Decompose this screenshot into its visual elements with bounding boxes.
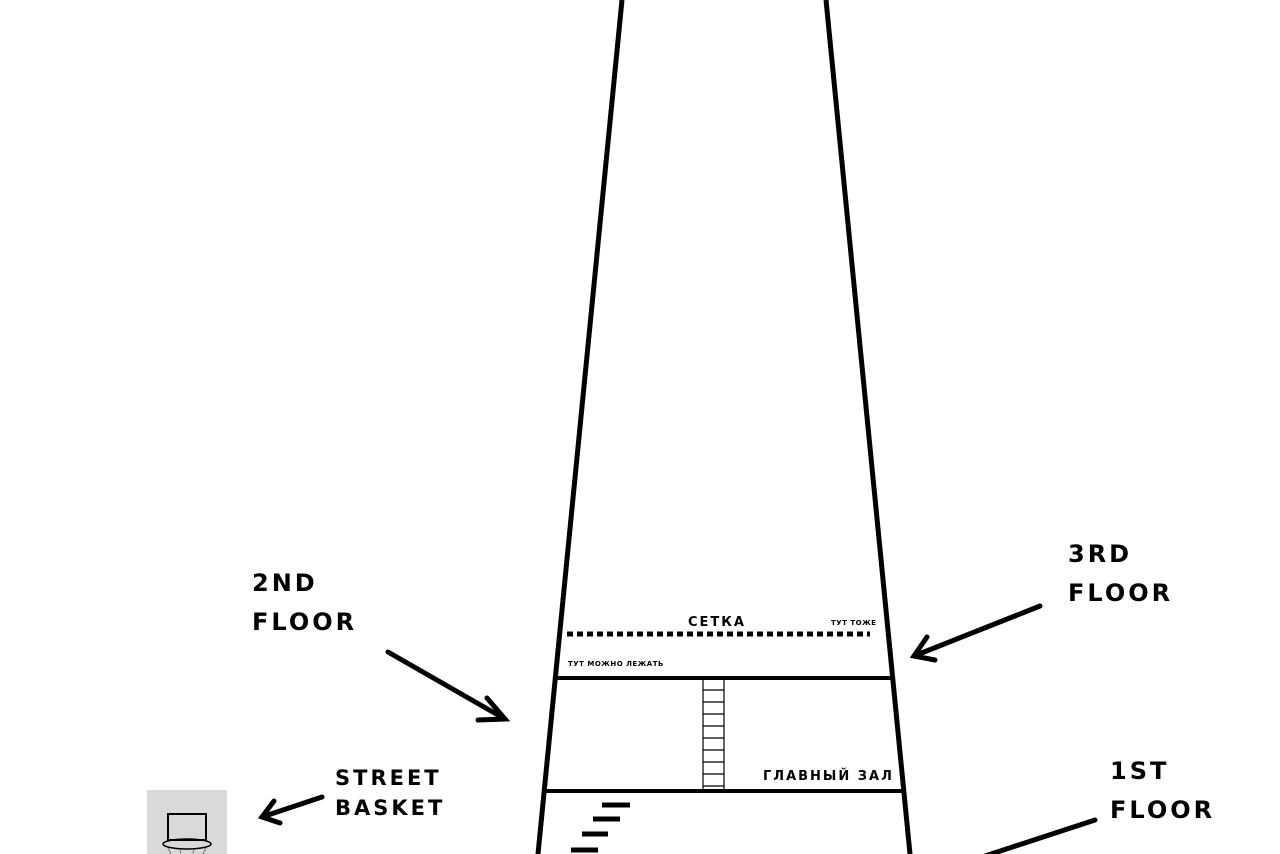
arrow-street-basket bbox=[257, 794, 325, 826]
can-lie-here-label: ТУТ МОЖНО ЛЕЖАТЬ bbox=[568, 660, 664, 668]
arrow-1st-floor bbox=[983, 817, 1098, 854]
floor1-label-line2: FLOOR bbox=[1110, 796, 1215, 824]
net-label: СЕТКА bbox=[688, 615, 746, 630]
street-basket-label-line2: BASKET bbox=[335, 796, 445, 820]
tower-left-wall bbox=[535, 0, 625, 854]
arrow-2nd-floor bbox=[385, 649, 511, 723]
floor3-label-line2: FLOOR bbox=[1068, 579, 1173, 607]
floor1-label-line1: 1ST bbox=[1110, 757, 1169, 785]
arrow-3rd-floor bbox=[909, 603, 1043, 663]
floor3-label-line1: 3RD bbox=[1068, 540, 1132, 568]
also-here-label: ТУТ ТОЖЕ bbox=[831, 619, 876, 627]
floor2-label-line2: FLOOR bbox=[252, 608, 357, 636]
street-basket-label-line1: STREET bbox=[335, 766, 442, 790]
stairs-icon bbox=[571, 802, 630, 853]
ladder-icon bbox=[702, 680, 725, 789]
floor2-label-line1: 2ND bbox=[252, 569, 318, 597]
tower-right-wall bbox=[823, 0, 913, 854]
main-hall-label: ГЛАВНЫЙ ЗАЛ bbox=[763, 768, 894, 784]
basketball-hoop-icon bbox=[147, 790, 227, 854]
